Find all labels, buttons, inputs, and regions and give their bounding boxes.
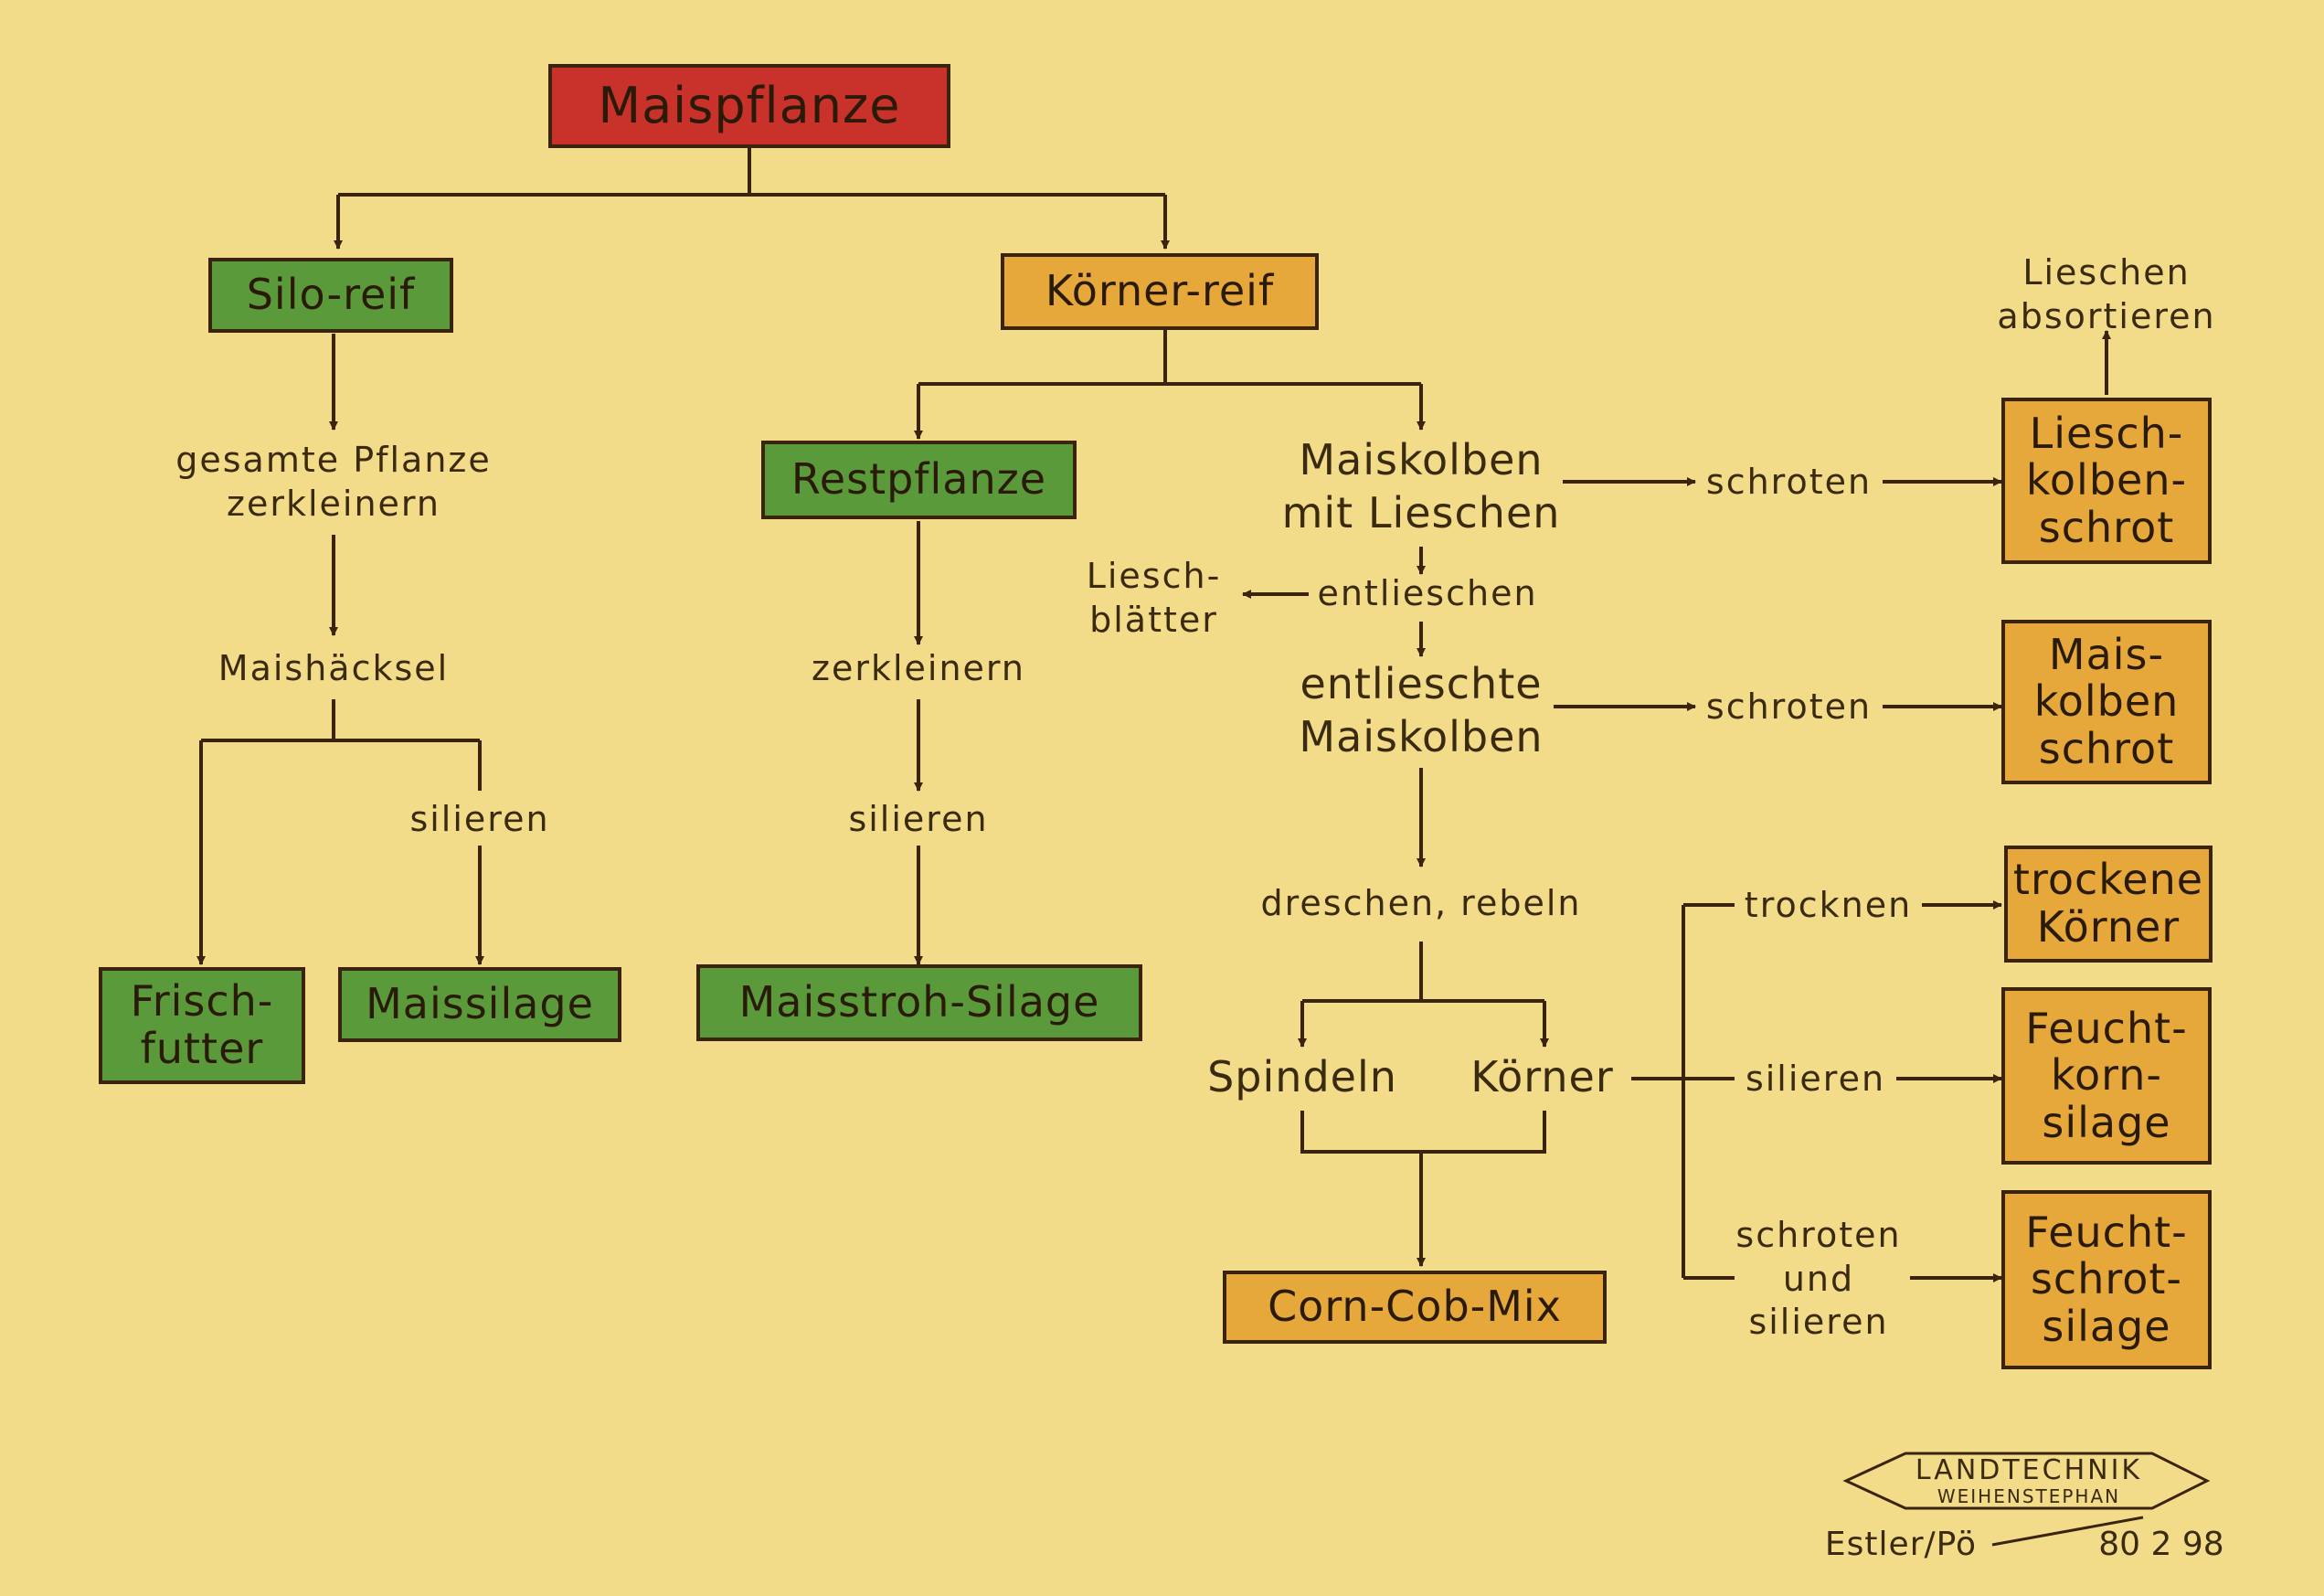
logo-top-text: LANDTECHNIK — [1915, 1454, 2143, 1486]
number-label: 80 2 98 — [2098, 1526, 2224, 1563]
node-trockene-koerner: trockene Körner — [2004, 846, 2213, 963]
node-feuchtkorn-silage: Feucht- korn- silage — [2001, 987, 2212, 1165]
label-maishaecksel: Maishäcksel — [218, 648, 450, 688]
label-schroten-1: schroten — [1705, 462, 1873, 502]
landtechnik-logo — [1842, 1452, 2211, 1547]
logo-bottom-text: WEIHENSTEPHAN — [1937, 1485, 2121, 1507]
label-silieren-1: silieren — [409, 799, 550, 839]
node-corn-cob-mix: Corn-Cob-Mix — [1223, 1271, 1607, 1344]
label-trocknen: trocknen — [1744, 885, 1913, 925]
label-lieschen-absortieren: Lieschen absortieren — [1997, 252, 2216, 336]
label-spindeln: Spindeln — [1207, 1052, 1397, 1101]
node-silo-reif: Silo-reif — [208, 258, 453, 333]
label-dreschen-rebeln: dreschen, rebeln — [1260, 883, 1582, 923]
label-liesch-blaetter: Liesch- blätter — [1086, 556, 1222, 640]
label-maiskolben-mit-lieschen: Maiskolben mit Lieschen — [1281, 435, 1561, 537]
label-entlieschte-maiskolben: entlieschte Maiskolben — [1299, 659, 1544, 761]
node-restpflanze: Restpflanze — [761, 441, 1077, 519]
author-label: Estler/Pö — [1824, 1526, 1978, 1563]
node-maissilage: Maissilage — [338, 967, 621, 1042]
label-silieren-2: silieren — [848, 799, 989, 839]
node-maispflanze: Maispflanze — [548, 64, 950, 148]
node-liesch-kolben-schrot: Liesch- kolben- schrot — [2001, 398, 2212, 564]
node-frischfutter: Frisch- futter — [99, 967, 305, 1084]
label-entlieschen: entlieschen — [1317, 573, 1538, 613]
label-silieren-3: silieren — [1745, 1059, 1886, 1099]
node-feuchtschrot-silage: Feucht- schrot- silage — [2001, 1190, 2212, 1369]
label-zerkleinern: zerkleinern — [812, 648, 1025, 688]
label-schroten-2: schroten — [1705, 686, 1873, 727]
node-maisstroh-silage: Maisstroh-Silage — [696, 964, 1142, 1041]
node-koerner-reif: Körner-reif — [1001, 253, 1319, 330]
label-gesamte-pflanze: gesamte Pflanze zerkleinern — [175, 440, 492, 524]
node-maiskolben-schrot: Mais- kolben schrot — [2001, 620, 2212, 784]
label-koerner: Körner — [1470, 1052, 1614, 1101]
label-schroten-und-silieren: schroten und silieren — [1735, 1215, 1902, 1342]
